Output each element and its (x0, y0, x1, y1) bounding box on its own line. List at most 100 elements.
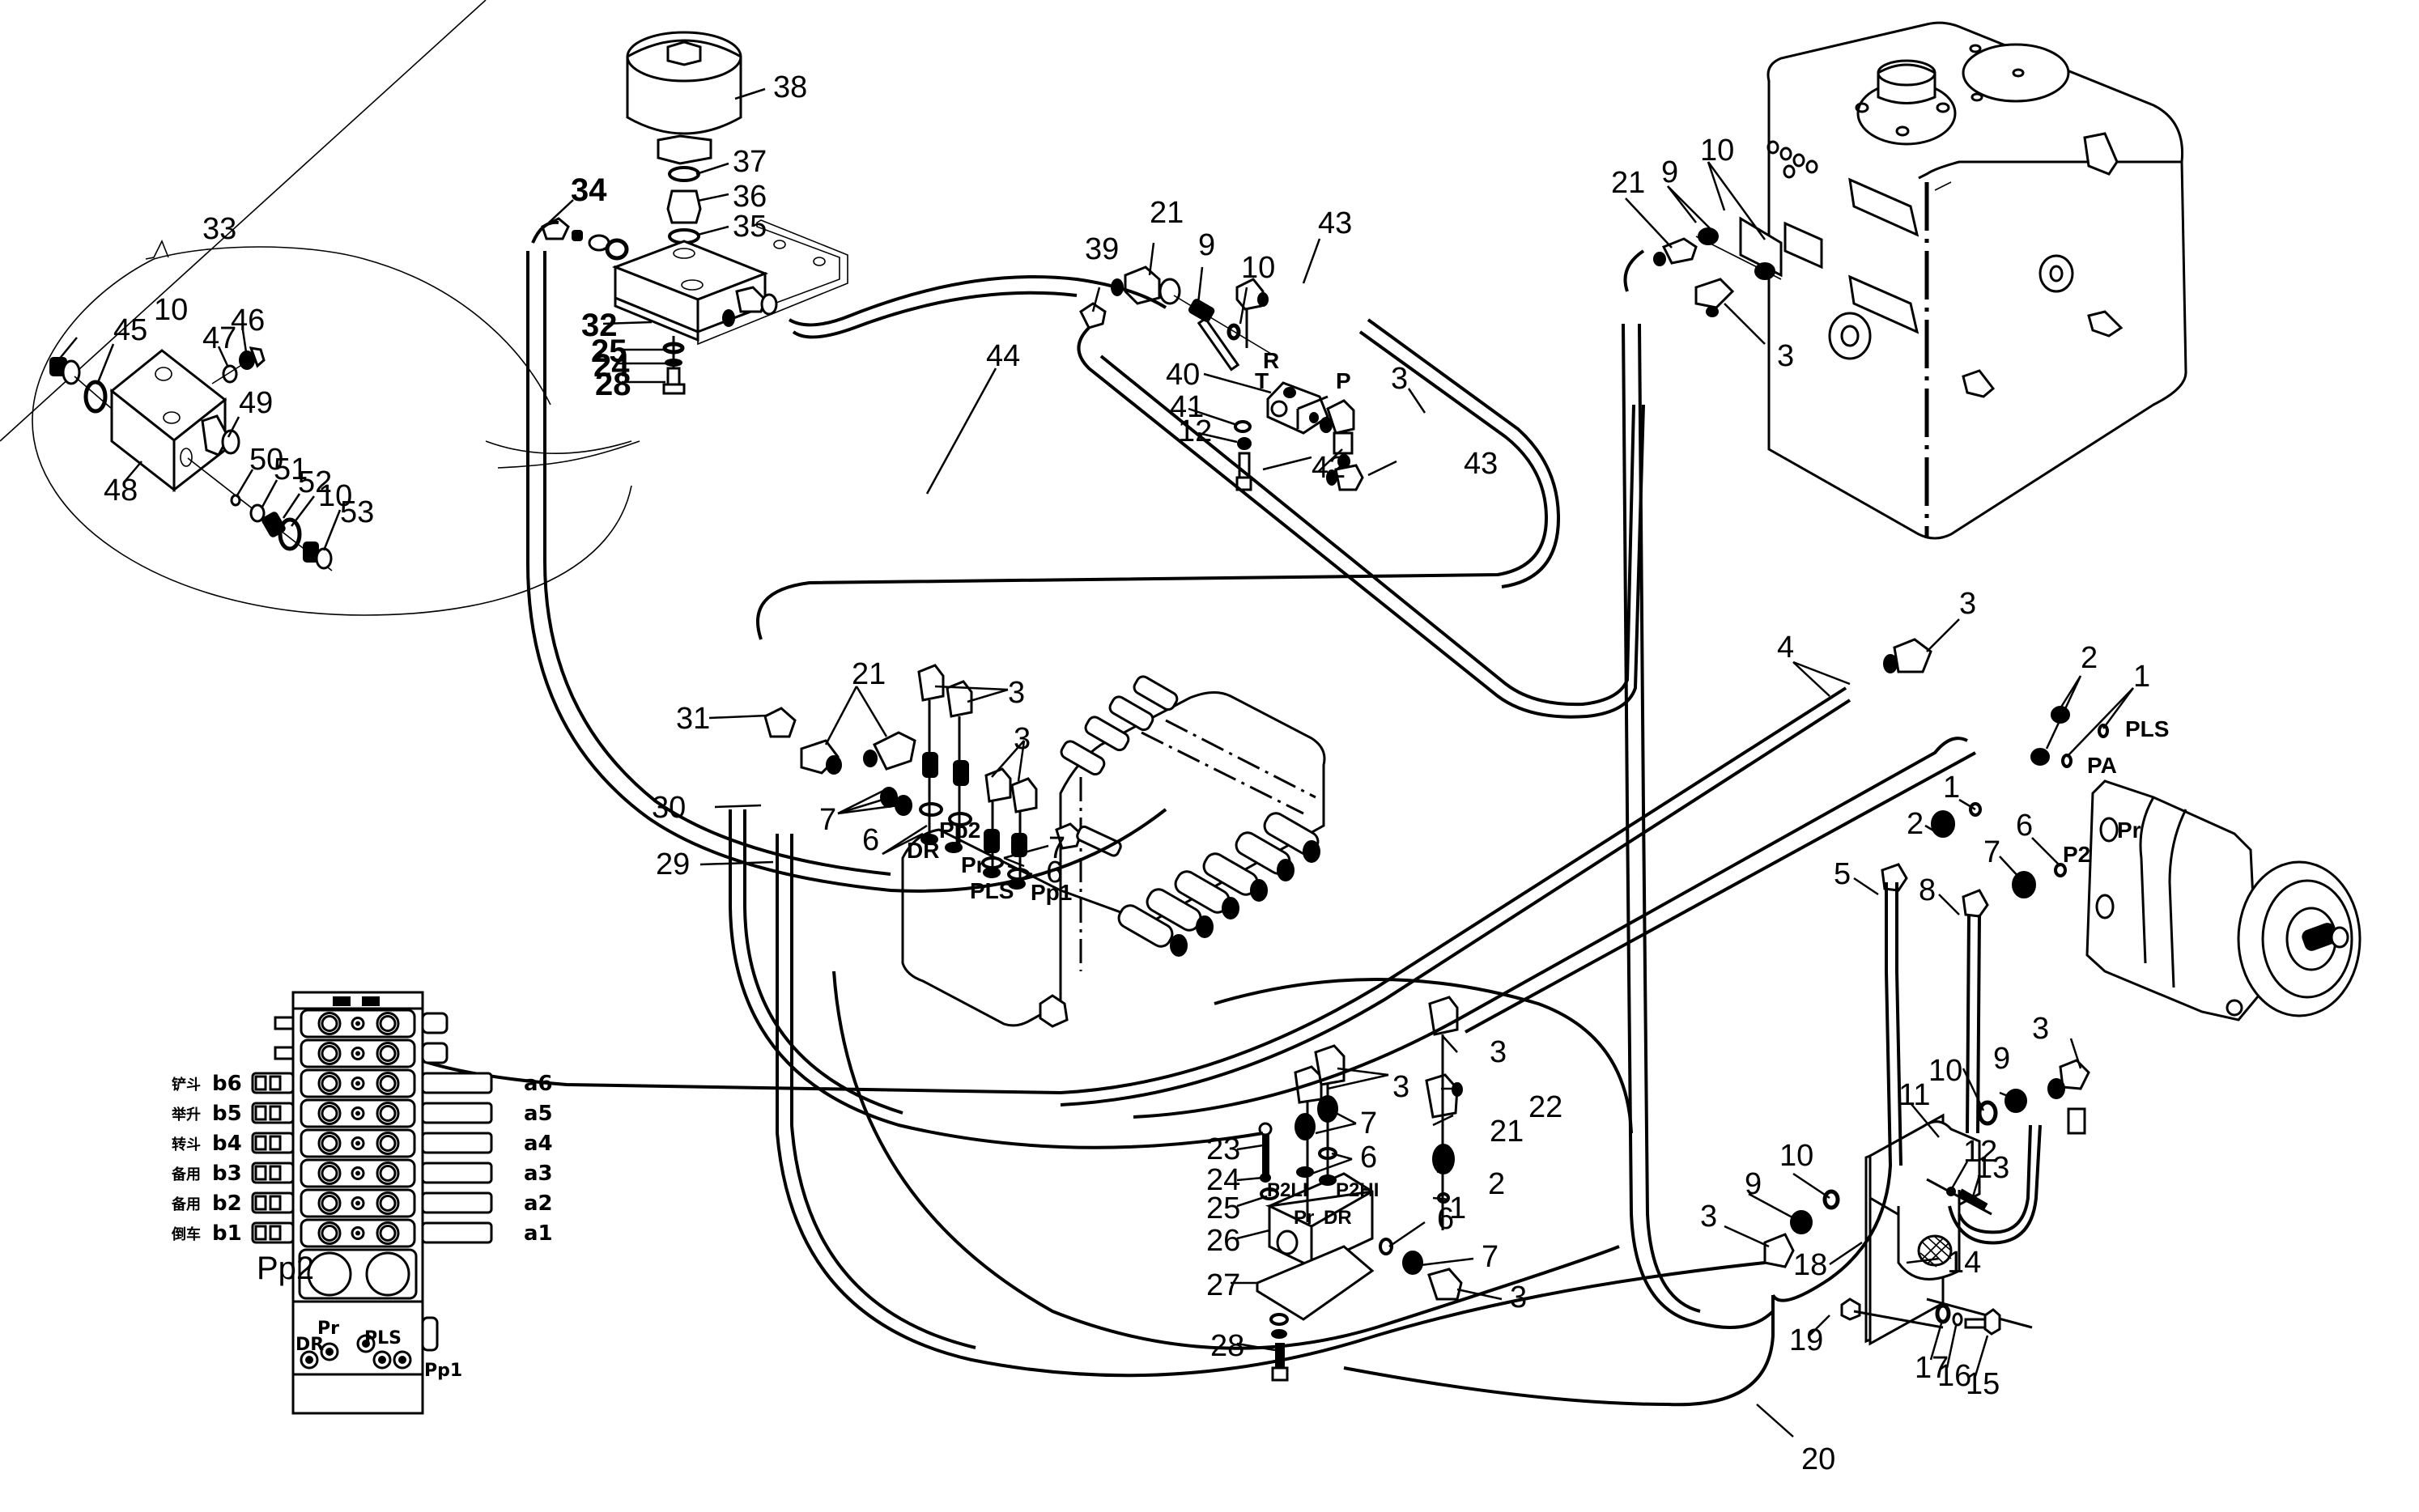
callout-10: 10 (154, 293, 188, 327)
sub-block-26: P2LI P2HI Pr DR (1256, 996, 1463, 1382)
port-circle (376, 1162, 400, 1185)
callout-9b: 9 (1661, 155, 1678, 189)
callout-19: 19 (1789, 1323, 1823, 1357)
port-label-DR: DR (295, 1335, 324, 1355)
washer-47 (222, 364, 238, 384)
bolt-15 (1964, 1318, 1987, 1329)
callout-27: 27 (1206, 1268, 1240, 1302)
washer-25 (662, 342, 685, 355)
callout-14: 14 (1947, 1246, 1981, 1280)
callout-49: 49 (239, 386, 273, 420)
pump-flange (2237, 860, 2362, 1017)
callout-22: 22 (1528, 1090, 1562, 1124)
stub-right (421, 1012, 449, 1034)
callout-34: 34 (571, 172, 607, 208)
callout-10c: 10 (1241, 251, 1275, 285)
callout-48: 48 (104, 474, 138, 508)
callout-51: 51 (274, 452, 308, 486)
callout-37: 37 (733, 145, 767, 179)
callout-3h: 3 (1510, 1281, 1527, 1315)
port-DR-sub: DR (1324, 1207, 1352, 1229)
callout-10d: 10 (1700, 134, 1734, 168)
callout-9c: 9 (1745, 1167, 1762, 1201)
callout-41: 41 (1170, 390, 1204, 424)
port-Pr-sub: Pr (1294, 1207, 1314, 1229)
callout-29: 29 (656, 847, 690, 881)
oring-50 (230, 494, 241, 507)
port-circle (376, 1191, 400, 1215)
port-circle (317, 1191, 342, 1215)
tank-fitting-plate (1739, 216, 1783, 278)
elbow-3 (1326, 399, 1355, 435)
callout-3j: 3 (2032, 1012, 2049, 1046)
tank-bracket-side (1783, 221, 1823, 270)
callout-4: 4 (1777, 631, 1794, 665)
callout-38: 38 (773, 70, 807, 104)
actuator-left (251, 1072, 295, 1094)
callout-31: 31 (676, 702, 710, 736)
clamp-bracket-assembly (1763, 1059, 2090, 1346)
callout-9d: 9 (1993, 1042, 2010, 1076)
port-label-right: a2 (524, 1191, 553, 1216)
actuator-right (421, 1132, 493, 1154)
callout-7c: 7 (1983, 835, 2000, 869)
callout-8: 8 (1919, 873, 1936, 907)
callout-3i: 3 (1700, 1200, 1717, 1234)
detail-33-relief-block (0, 0, 640, 616)
port-label-left: b1 (212, 1221, 242, 1246)
bolt-28 (666, 367, 681, 386)
callout-2c: 2 (1488, 1167, 1505, 1201)
nipple-36 (666, 189, 702, 224)
fitting-9 (1188, 299, 1215, 322)
port-label-right: a3 (524, 1162, 553, 1186)
callout-6e: 6 (1437, 1202, 1454, 1236)
port-label-right: a6 (524, 1072, 553, 1096)
callout-17: 17 (1915, 1351, 1949, 1385)
tank-lug (2083, 132, 2119, 176)
actuator-left (251, 1221, 295, 1244)
callout-45: 45 (113, 313, 147, 347)
port-label-right: a1 (524, 1221, 553, 1246)
port-T: T (1255, 368, 1269, 393)
washer-10c (1227, 323, 1241, 341)
filter-assembly (541, 31, 848, 395)
actuator-right (421, 1102, 493, 1124)
port-circle (376, 1042, 400, 1065)
callout-12b: 12 (1963, 1135, 1997, 1169)
tank-port-flange-front (1828, 312, 1872, 360)
callout-25b: 25 (1206, 1191, 1240, 1225)
callout-3b: 3 (1777, 339, 1794, 373)
port-label-right: a4 (524, 1132, 553, 1156)
actuator-left (251, 1162, 295, 1184)
actuator-left (251, 1132, 295, 1154)
tank-bracket-lower (1848, 274, 1919, 334)
elbow-3-left (1763, 1233, 1795, 1268)
function-tag: 倒车 (171, 1225, 201, 1243)
callout-7d: 7 (1360, 1106, 1377, 1140)
port-Pp1: Pp1 (1031, 880, 1072, 905)
port-circle (317, 1072, 342, 1095)
tank-port-flange-side (2039, 254, 2074, 293)
callout-24: 24 (593, 348, 630, 384)
callout-10f: 10 (1928, 1054, 1962, 1088)
actuator-right (421, 1191, 493, 1214)
callout-20: 20 (1801, 1442, 1835, 1476)
port-circle (317, 1162, 342, 1185)
callout-28: 28 (595, 367, 631, 402)
washer-16 (1952, 1312, 1963, 1327)
inlet-section (298, 1248, 418, 1300)
callout-3: 3 (1391, 362, 1408, 396)
callout-6d: 6 (1360, 1140, 1377, 1174)
fitting-9-right (2004, 1089, 2027, 1113)
actuator-right (421, 1221, 493, 1244)
port-circle (317, 1042, 342, 1065)
callout-10b: 10 (318, 479, 352, 513)
port-label-left: b3 (212, 1162, 242, 1186)
callout-3d: 3 (1014, 722, 1031, 756)
washer-17 (1935, 1303, 1951, 1324)
pump-port-PA: PA (2087, 753, 2117, 778)
side-fitting (421, 1316, 439, 1352)
valve-sections (1059, 691, 1326, 924)
elbow-43-lower (1334, 464, 1364, 491)
callout-labels: 33 45 10 47 46 49 48 50 51 52 10 53 38 3… (104, 70, 2150, 1476)
